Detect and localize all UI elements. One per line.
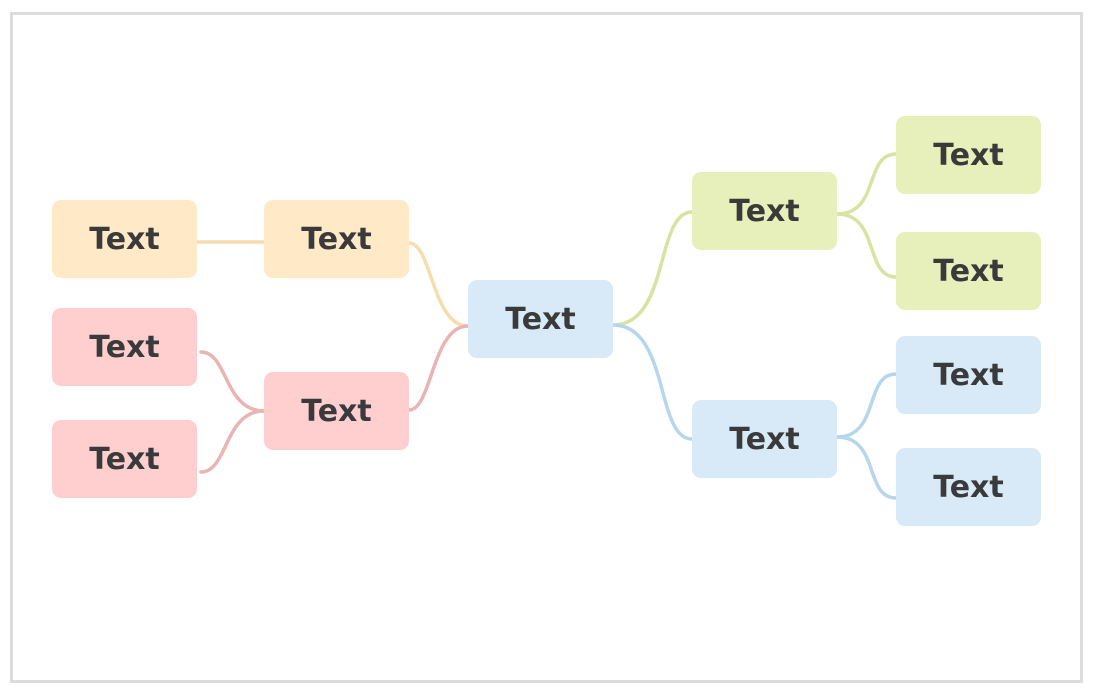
node-blue-child-2[interactable]: Text (896, 448, 1041, 526)
node-blue-child-1[interactable]: Text (896, 336, 1041, 414)
node-green-branch[interactable]: Text (692, 172, 837, 250)
connector-green-child-1 (835, 152, 898, 216)
connector-blue-child-1 (835, 372, 898, 439)
node-orange-child-1[interactable]: Text (52, 200, 197, 278)
node-orange-branch[interactable]: Text (264, 200, 409, 278)
connector-root-orange (407, 241, 470, 328)
connector-red-child-2 (199, 409, 266, 474)
connector-red-child-1 (199, 350, 266, 413)
node-red-child-1[interactable]: Text (52, 308, 197, 386)
connector-green-child-2 (835, 212, 898, 279)
connector-root-blue (611, 323, 694, 441)
node-blue-branch[interactable]: Text (692, 400, 837, 478)
node-red-branch[interactable]: Text (264, 372, 409, 450)
node-red-child-2[interactable]: Text (52, 420, 197, 498)
connector-blue-child-2 (835, 435, 898, 500)
connector-root-green (611, 210, 694, 327)
node-green-child-1[interactable]: Text (896, 116, 1041, 194)
node-root[interactable]: Text (468, 280, 613, 358)
node-green-child-2[interactable]: Text (896, 232, 1041, 310)
connector-root-red (407, 324, 470, 412)
